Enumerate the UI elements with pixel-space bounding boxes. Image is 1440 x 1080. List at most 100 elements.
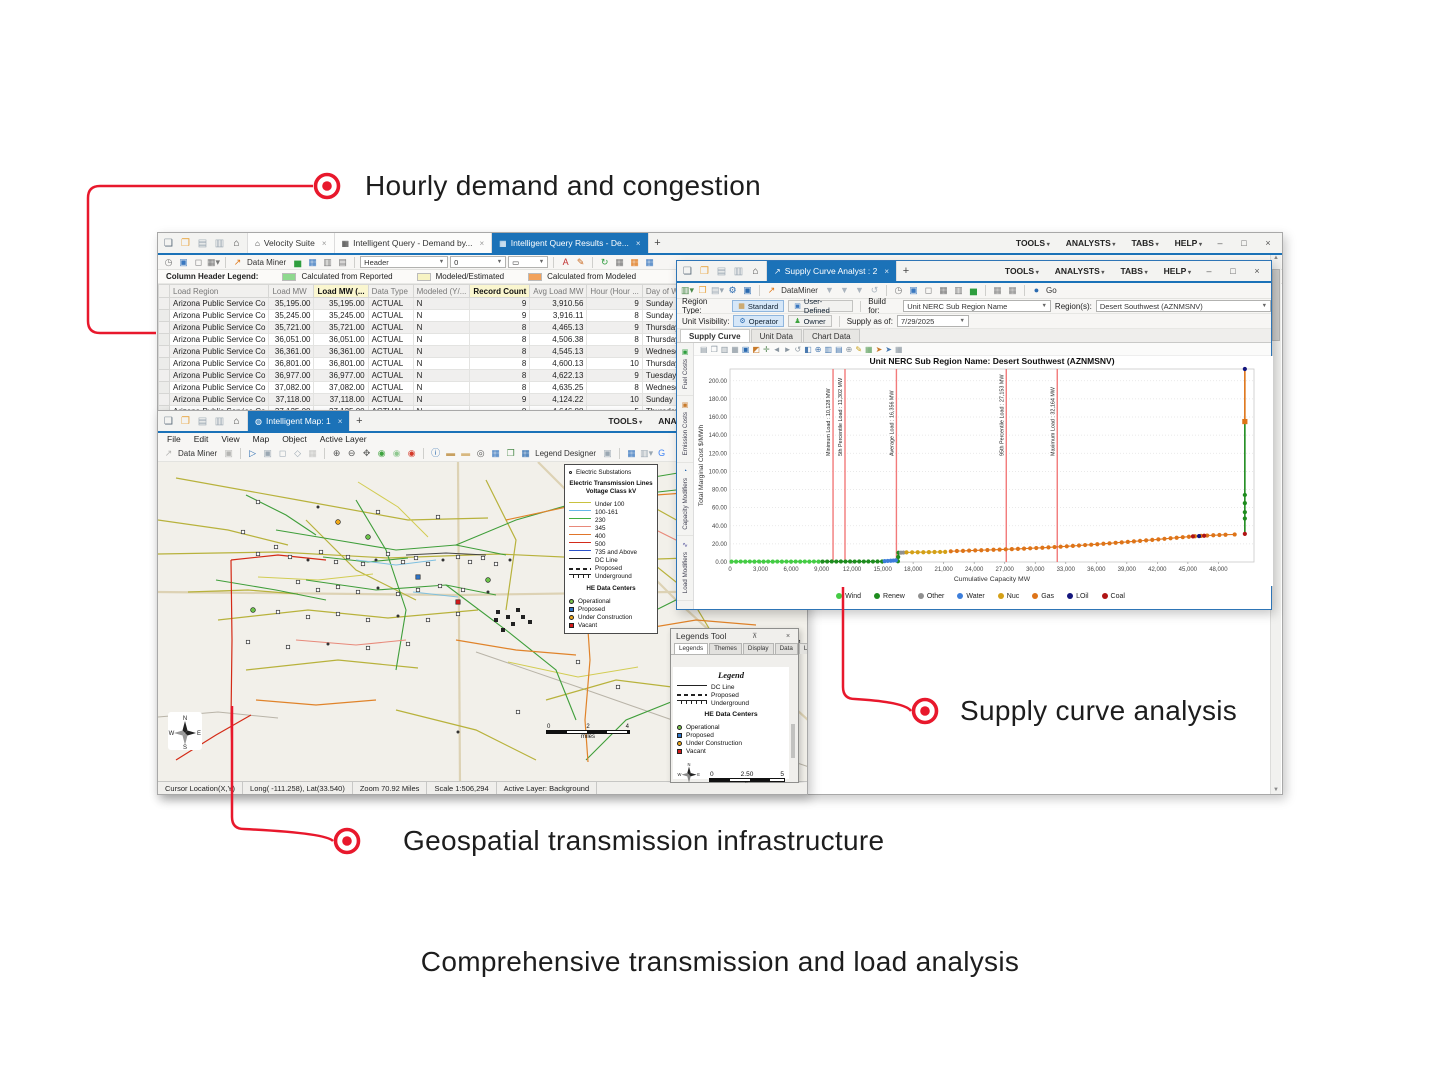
- legends-tool-titlebar[interactable]: Legends Tool ⊼ ×: [671, 629, 798, 643]
- menu-tabs[interactable]: TABS: [1120, 266, 1147, 276]
- operator-toggle[interactable]: ⚙Operator: [733, 315, 785, 327]
- back-icon[interactable]: ◉: [377, 447, 386, 458]
- style-combo[interactable]: Header▼: [360, 256, 449, 268]
- history-icon[interactable]: ◷: [164, 256, 173, 267]
- open-folder-icon[interactable]: ❐: [181, 237, 190, 249]
- selection-box-icon[interactable]: ◻: [194, 256, 203, 267]
- polygon-select-icon[interactable]: ◇: [294, 447, 302, 458]
- magnify-icon[interactable]: ⊕: [845, 344, 853, 354]
- new-tab-button[interactable]: +: [902, 265, 910, 277]
- map-menu-view[interactable]: View: [221, 434, 240, 444]
- ltool-tab-label[interactable]: Label: [798, 643, 807, 654]
- home-icon[interactable]: ⌂: [752, 265, 759, 277]
- tab-close-icon[interactable]: ×: [479, 238, 485, 248]
- col-load-mw[interactable]: Load MW: [268, 284, 315, 298]
- paste-icon[interactable]: ❐: [710, 344, 718, 354]
- export-layout-icon[interactable]: ▥: [214, 237, 225, 249]
- menu-tabs[interactable]: TABS: [1131, 238, 1158, 248]
- export-image-icon[interactable]: ▥▾: [681, 285, 695, 295]
- col-avg-load-mw[interactable]: Avg Load MW: [529, 284, 588, 298]
- sidebar-load-modifiers[interactable]: ∿Load Modifiers: [677, 536, 693, 601]
- grid-layers-icon[interactable]: ▦: [491, 447, 500, 458]
- copy-icon[interactable]: ▤: [700, 344, 708, 354]
- tab-intelligent-map-1[interactable]: ◍Intelligent Map: 1×: [247, 411, 351, 431]
- legends-tool-scrollbar[interactable]: [791, 724, 795, 758]
- location-pin-icon[interactable]: ◉: [407, 447, 416, 458]
- col-hour-hour[interactable]: Hour (Hour ...: [586, 284, 643, 298]
- measure-area-icon[interactable]: ▬: [461, 447, 471, 458]
- measure-icon[interactable]: ▬: [446, 447, 456, 458]
- data-miner-icon[interactable]: ↗: [233, 256, 242, 267]
- new-file-icon[interactable]: ❏: [164, 237, 173, 249]
- new-tab-button[interactable]: +: [654, 237, 661, 249]
- undo-icon[interactable]: ↺: [870, 285, 879, 295]
- menu-tools[interactable]: TOOLS: [1005, 266, 1039, 276]
- maximize-button[interactable]: □: [1241, 238, 1247, 248]
- ltool-tab-data[interactable]: Data: [774, 643, 798, 654]
- scroll-up-icon[interactable]: ▲: [1273, 255, 1279, 261]
- home-icon[interactable]: ⌂: [233, 237, 240, 249]
- data-miner-icon[interactable]: ↗: [164, 447, 173, 458]
- open-folder-icon[interactable]: ❐: [700, 265, 709, 277]
- save-icon[interactable]: ▤: [716, 265, 727, 277]
- row-selector[interactable]: [158, 321, 170, 334]
- row-selector[interactable]: [158, 345, 170, 358]
- table-menu-icon[interactable]: ▦▾: [207, 256, 221, 267]
- settings-gear-icon[interactable]: ⚙: [728, 285, 737, 295]
- tab-close-icon[interactable]: ×: [635, 238, 641, 248]
- pivot-grid-icon[interactable]: ▦: [939, 285, 948, 295]
- col-record-count[interactable]: Record Count: [469, 284, 531, 298]
- properties-icon[interactable]: ▤: [835, 344, 843, 354]
- doc-tab-chart-data[interactable]: Chart Data: [802, 329, 860, 342]
- row-selector[interactable]: [158, 393, 170, 406]
- map-menu-active-layer[interactable]: Active Layer: [319, 434, 367, 444]
- clear-select-icon[interactable]: ▦: [308, 447, 317, 458]
- menu-analysts[interactable]: ANALYSTS: [1055, 266, 1105, 276]
- layout-grid-icon[interactable]: ▦: [993, 285, 1002, 295]
- export-layout-icon[interactable]: ▥: [733, 265, 744, 277]
- maximize-button[interactable]: □: [1230, 266, 1236, 276]
- menu-help[interactable]: HELP: [1164, 266, 1191, 276]
- bar-chart-icon[interactable]: ▅: [970, 285, 977, 295]
- pointer3-icon[interactable]: ➤: [885, 344, 892, 354]
- filter-icon[interactable]: ▼: [840, 285, 849, 295]
- rotate-icon[interactable]: ↺: [794, 344, 802, 354]
- pan-left-icon[interactable]: ◄: [772, 344, 781, 354]
- layers-icon[interactable]: ▣: [224, 447, 233, 458]
- menu-help[interactable]: HELP: [1175, 238, 1202, 248]
- col-data-type[interactable]: Data Type: [367, 284, 414, 298]
- ltool-tab-themes[interactable]: Themes: [709, 643, 742, 654]
- filter-apply-icon[interactable]: ▼: [825, 285, 834, 295]
- row-selector[interactable]: [158, 357, 170, 370]
- row-selector[interactable]: [158, 381, 170, 394]
- col-load-region[interactable]: Load Region: [168, 284, 270, 298]
- scrollbar-thumb[interactable]: [1272, 269, 1280, 341]
- pan-hand-icon[interactable]: ✥: [362, 447, 371, 458]
- map-menu-file[interactable]: File: [167, 434, 181, 444]
- tab-close-icon[interactable]: ×: [337, 416, 343, 426]
- menu-tools[interactable]: TOOLS: [1016, 238, 1050, 248]
- pan-right-icon[interactable]: ►: [783, 344, 792, 354]
- info-icon[interactable]: ⓘ: [431, 447, 441, 458]
- home-icon[interactable]: ⌂: [233, 415, 240, 427]
- cursor-icon[interactable]: ▷: [249, 447, 257, 458]
- save-icon[interactable]: ▤▾: [711, 285, 725, 295]
- print-icon[interactable]: ▤: [338, 256, 347, 267]
- open-folder-icon[interactable]: ❐: [181, 415, 190, 427]
- tab-intelligent-query-demand-by[interactable]: ▦Intelligent Query - Demand by...×: [333, 233, 492, 253]
- new-file-icon[interactable]: ❏: [164, 415, 173, 427]
- col-load-mw[interactable]: Load MW (...: [313, 284, 369, 298]
- zoom-in-icon[interactable]: ⊕: [332, 447, 341, 458]
- selection-box-icon[interactable]: ◻: [924, 285, 933, 295]
- select-region-icon[interactable]: ▣: [179, 256, 188, 267]
- save-icon[interactable]: ▤: [197, 415, 208, 427]
- sidebar-fuel-costs[interactable]: ▣Fuel Costs: [677, 343, 693, 397]
- gallery-icon[interactable]: ▦: [731, 344, 739, 354]
- row-selector[interactable]: [158, 333, 170, 346]
- history-icon[interactable]: ◷: [894, 285, 903, 295]
- tab-close-icon[interactable]: ×: [884, 266, 889, 276]
